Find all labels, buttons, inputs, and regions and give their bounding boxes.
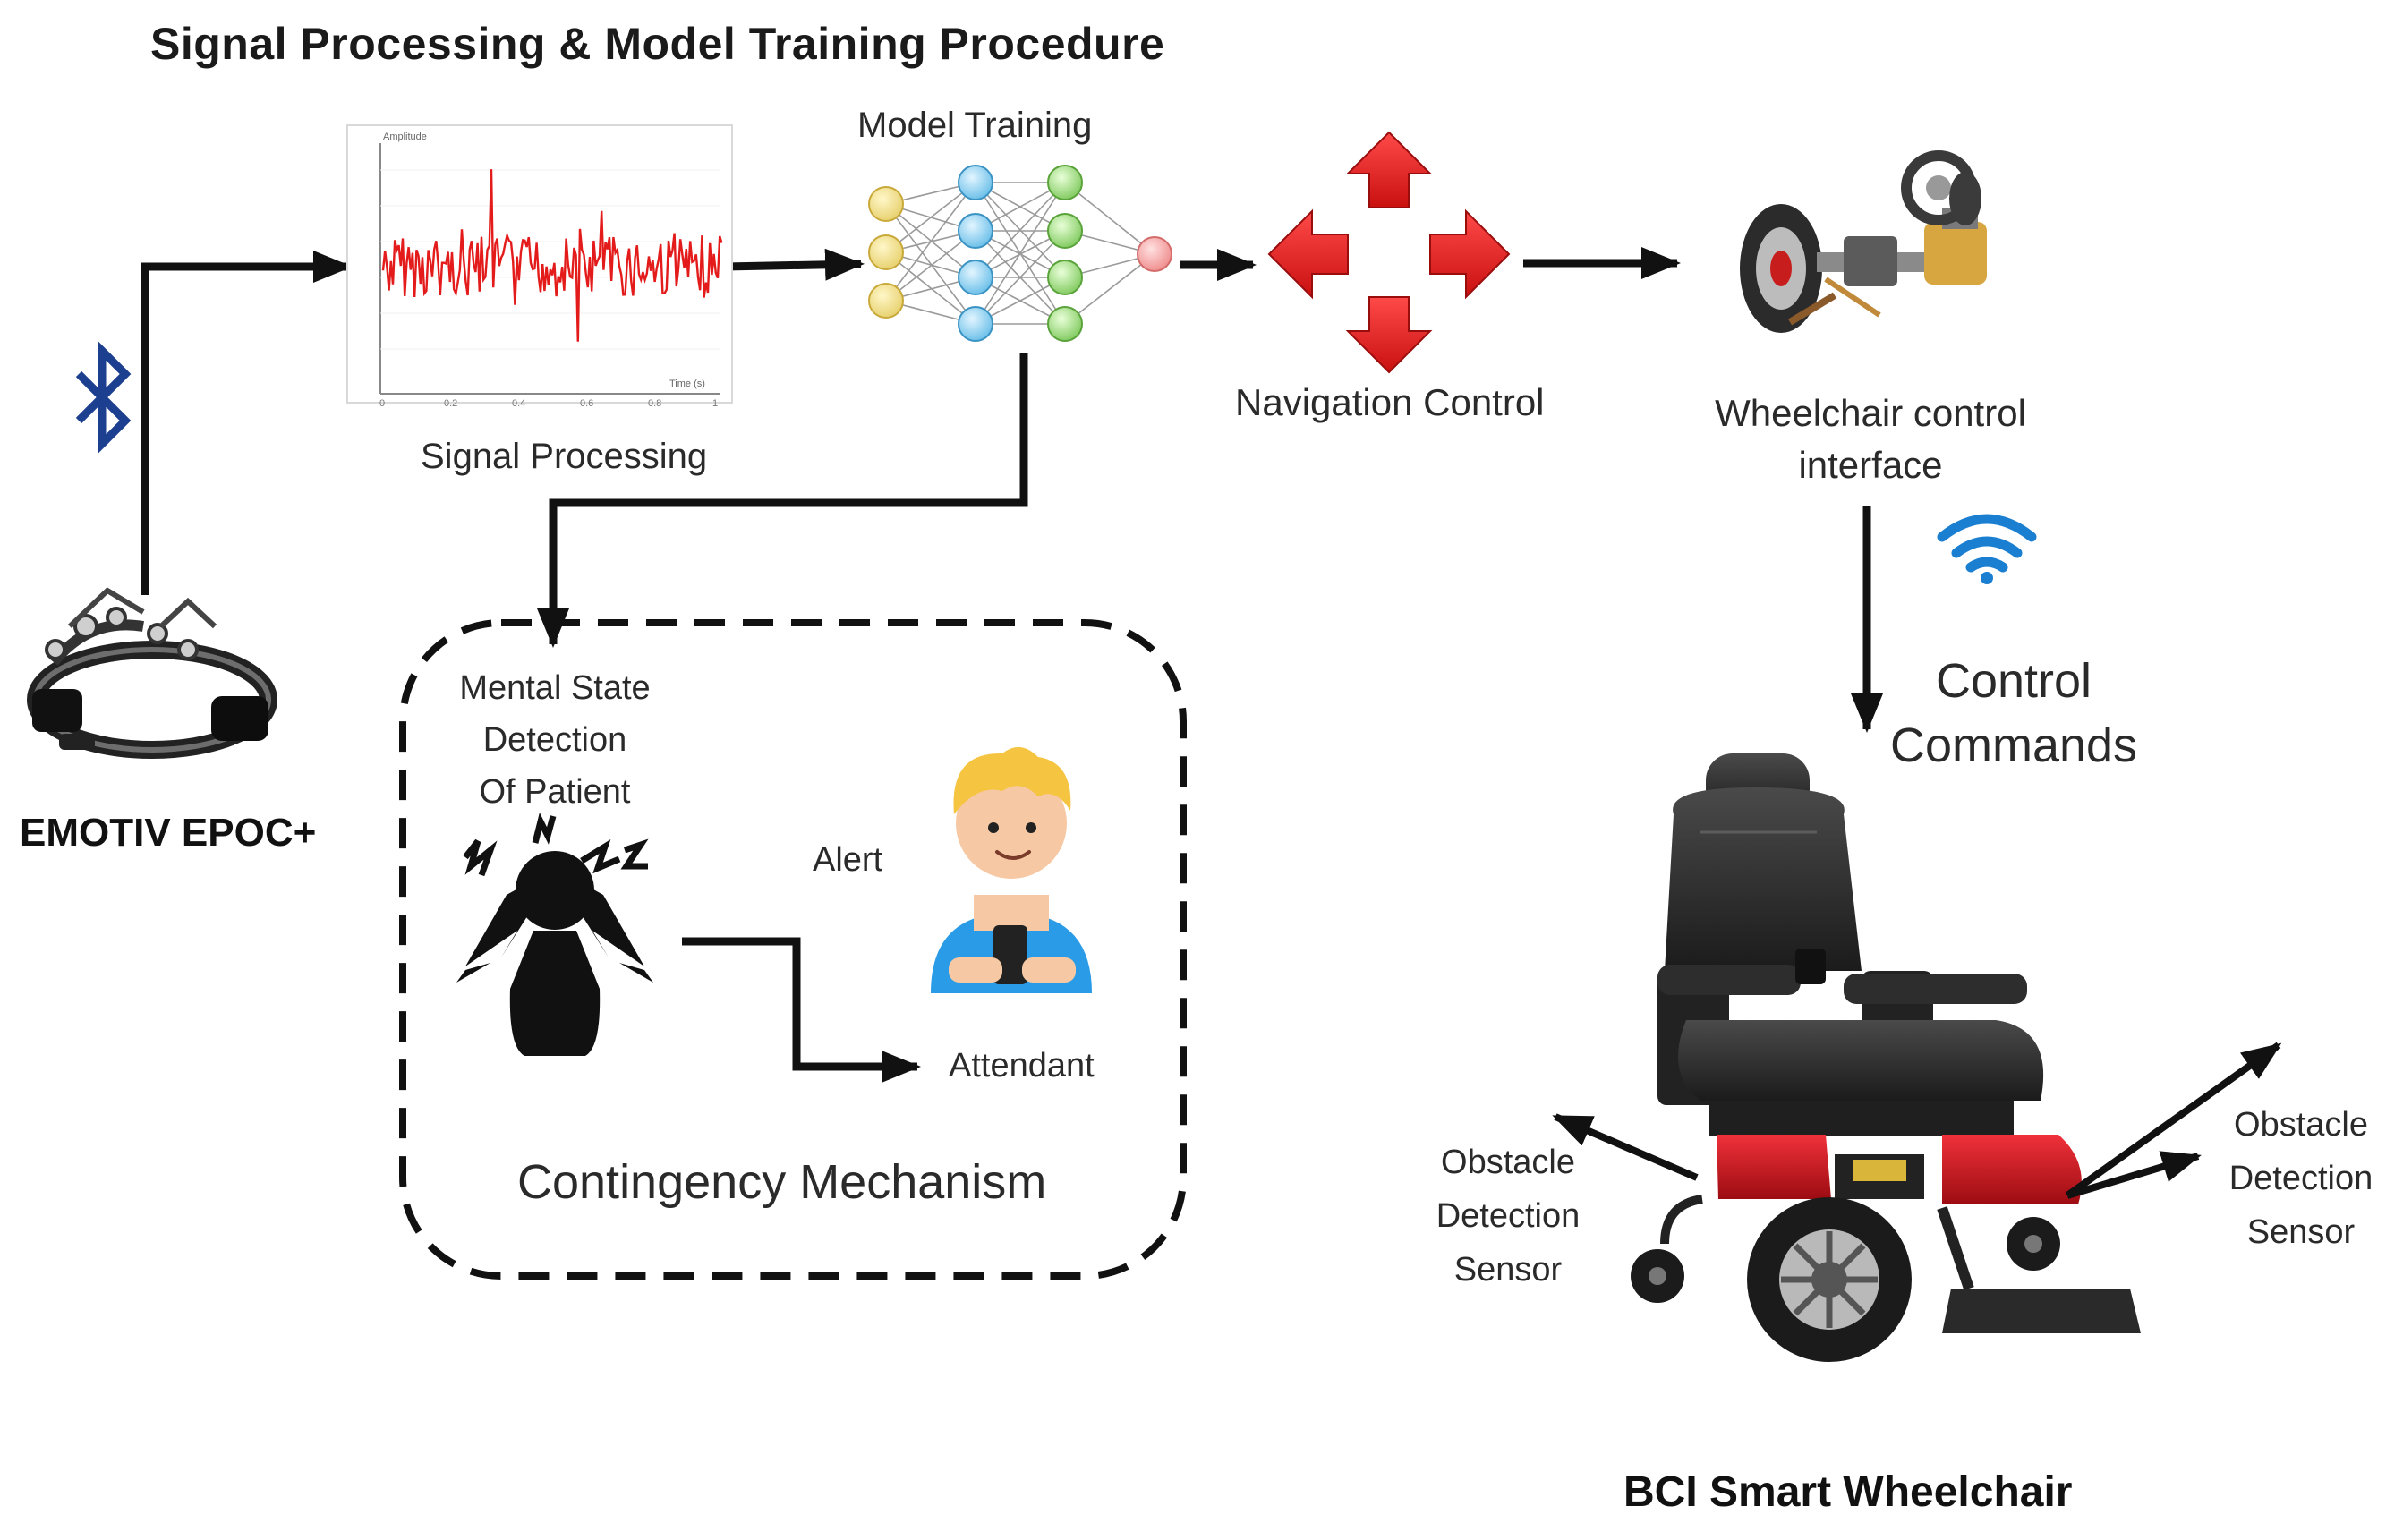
sensor-left-arrow (1552, 1113, 1699, 1181)
nn-node (1047, 260, 1083, 295)
nn-edge (885, 203, 976, 325)
sensor-right-arrow-upper (2065, 1042, 2282, 1199)
nn-node (1047, 213, 1083, 249)
signal-to-model-connector (724, 248, 865, 281)
arrow-right-icon (1429, 208, 1511, 300)
signal-x-tick: 0.2 (444, 398, 457, 409)
attendant-label: Attendant (949, 1047, 1095, 1085)
arrow-left-icon (1267, 208, 1349, 300)
power-wheelchair-icon (1631, 753, 2141, 1362)
diagram-title: Signal Processing & Model Training Proce… (150, 19, 1165, 69)
signal-processing-label: Signal Processing (421, 437, 708, 476)
neural-network-icon (868, 165, 1172, 342)
nn-node (958, 306, 993, 342)
model-training-label: Model Training (857, 106, 1093, 145)
signal-x-tick: 0.4 (512, 398, 525, 409)
signal-x-tick: 0 (379, 398, 385, 409)
nn-edge (885, 230, 976, 302)
nn-node (958, 213, 993, 249)
stressed-patient-icon (456, 812, 653, 1056)
model-to-contingency-connector (537, 353, 1028, 648)
interface-label-line2: interface (1798, 444, 1943, 486)
nn-node (868, 186, 904, 222)
nn-edge (1064, 253, 1155, 325)
sensor-right-line3: Sensor (2246, 1213, 2356, 1251)
navigation-control-label: Navigation Control (1235, 381, 1545, 423)
signal-plot (346, 124, 733, 404)
sensor-right-line2: Detection (2228, 1160, 2373, 1197)
nn-edge (885, 182, 976, 302)
nn-edge (975, 182, 1066, 325)
nn-edge (975, 230, 1066, 325)
bluetooth-icon (75, 341, 132, 454)
control-commands-line1: Control (1935, 654, 2092, 708)
headset-label: EMOTIV EPOC+ (20, 811, 317, 855)
wheelchair-motor-icon (1740, 150, 1987, 333)
sensor-left-line1: Obstacle (1441, 1144, 1575, 1181)
sensor-left-line3: Sensor (1453, 1251, 1563, 1289)
nn-edge (975, 182, 1066, 278)
alert-label: Alert (813, 841, 883, 879)
attendant-person-icon (931, 746, 1092, 993)
sensor-right-line1: Obstacle (2234, 1106, 2368, 1144)
signal-x-tick: 0.8 (648, 398, 661, 409)
interface-label-line1: Wheelchair control (1715, 392, 2026, 434)
contingency-title: Contingency Mechanism (517, 1155, 1047, 1209)
headset-to-signal-connector (141, 251, 353, 595)
nn-node (958, 165, 993, 200)
signal-x-tick: 1 (712, 398, 718, 409)
nn-edge (1064, 182, 1155, 255)
nn-node (1047, 165, 1083, 200)
eeg-signal-trace (381, 169, 723, 342)
signal-x-tick: 0.6 (580, 398, 593, 409)
mental-state-line2: Detection (482, 721, 627, 759)
eeg-headset-icon (27, 587, 277, 759)
control-commands-line2: Commands (1889, 719, 2138, 772)
contingency-box (399, 619, 1187, 1280)
arrow-down-icon (1345, 296, 1433, 374)
nn-node (1047, 306, 1083, 342)
nn-node (958, 260, 993, 295)
nn-node (868, 234, 904, 270)
signal-x-ticks: 0 0.2 0.4 0.6 0.8 1 (379, 398, 718, 409)
wifi-icon (1937, 514, 2037, 584)
patient-to-attendant-connector (682, 937, 921, 1083)
mental-state-line1: Mental State (459, 669, 651, 707)
sensor-right-arrow-lower (2066, 1151, 2202, 1199)
direction-arrows-icon (1267, 131, 1511, 374)
nn-edge (885, 251, 976, 325)
signal-y-axis-title: Amplitude (383, 132, 427, 142)
sensor-left-line2: Detection (1436, 1197, 1581, 1235)
arrow-up-icon (1345, 131, 1433, 208)
nn-edge (885, 182, 976, 253)
wheelchair-label: BCI Smart Wheelchair (1623, 1468, 2073, 1516)
nn-node (868, 283, 904, 319)
mental-state-line3: Of Patient (479, 773, 631, 811)
signal-x-axis-title: Time (s) (669, 379, 705, 389)
nn-node (1137, 236, 1172, 272)
